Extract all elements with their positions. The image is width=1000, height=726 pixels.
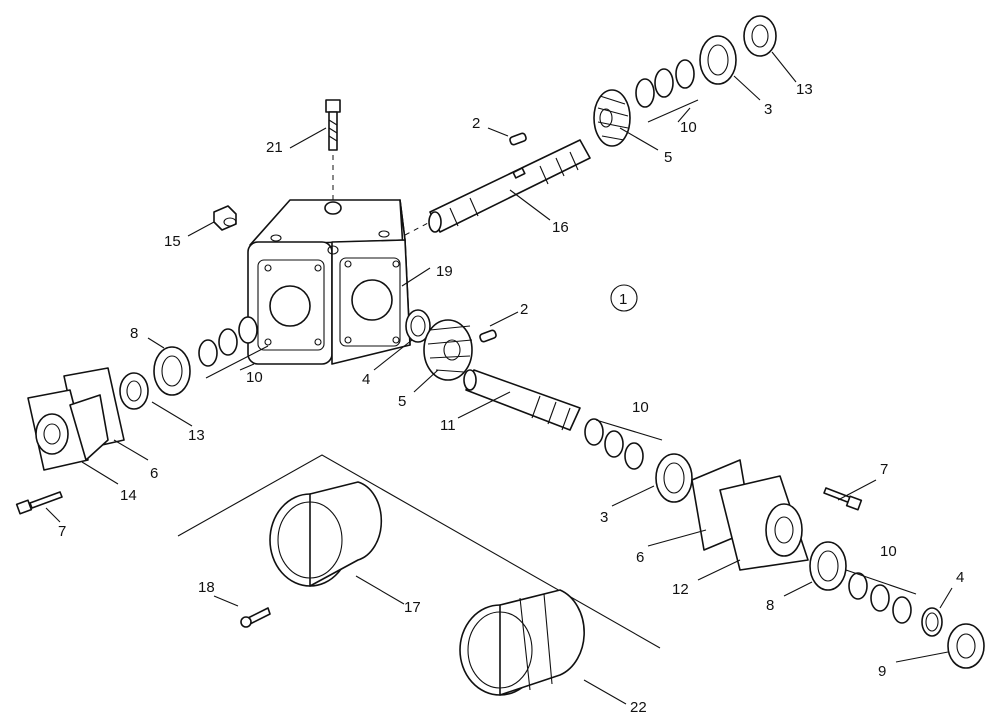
label-21: 21 <box>266 139 283 156</box>
label-5-middle: 5 <box>398 393 406 410</box>
label-13-top: 13 <box>796 81 813 98</box>
circlip-4-middle[interactable] <box>405 309 431 343</box>
label-4-middle: 4 <box>362 371 370 388</box>
label-19: 19 <box>436 263 453 280</box>
output-shaft-11[interactable] <box>463 369 581 431</box>
part-labels: 1 21 15 2 16 5 10 3 13 19 4 5 2 11 8 10 … <box>58 81 964 716</box>
label-7-left: 7 <box>58 523 66 540</box>
bearing-8-left[interactable] <box>153 346 191 396</box>
key-2-top[interactable] <box>509 132 527 146</box>
cover-12-right[interactable] <box>719 475 809 571</box>
label-22: 22 <box>630 699 647 716</box>
leader-lines <box>45 51 953 705</box>
cover-14-left[interactable] <box>27 389 109 471</box>
label-10-left: 10 <box>246 369 263 386</box>
assembly-1-circle <box>610 284 638 312</box>
label-5-top: 5 <box>664 149 672 166</box>
seal-9-right[interactable] <box>947 623 985 669</box>
bearing-3-middle[interactable] <box>655 453 693 503</box>
label-8-left: 8 <box>130 325 138 342</box>
label-15: 15 <box>164 233 181 250</box>
label-3-middle: 3 <box>600 509 608 526</box>
label-4-right: 4 <box>956 569 964 586</box>
axis-line-16 <box>404 221 431 236</box>
group-boundary-line <box>177 454 661 649</box>
guard-17[interactable] <box>269 481 383 587</box>
bearing-8-right[interactable] <box>809 541 847 591</box>
label-3-top: 3 <box>764 101 772 118</box>
label-2-middle: 2 <box>520 301 528 318</box>
label-17: 17 <box>404 599 421 616</box>
label-8-right: 8 <box>766 597 774 614</box>
bolt-7-right[interactable] <box>823 487 863 511</box>
shims-10-right[interactable] <box>848 572 912 624</box>
bearing-3-top[interactable] <box>699 35 737 85</box>
label-7-right: 7 <box>880 461 888 478</box>
label-14: 14 <box>120 487 137 504</box>
label-2-top: 2 <box>472 115 480 132</box>
label-1: 1 <box>619 291 627 308</box>
shims-10-left[interactable] <box>198 316 258 367</box>
gearbox-housing-19[interactable] <box>247 199 411 365</box>
shims-10-middle[interactable] <box>584 418 644 470</box>
bevel-gear-5-middle[interactable] <box>423 319 473 381</box>
label-10-middle: 10 <box>632 399 649 416</box>
circlip-4-right[interactable] <box>921 607 943 637</box>
label-16: 16 <box>552 219 569 236</box>
label-6-left: 6 <box>150 465 158 482</box>
label-13-left: 13 <box>188 427 205 444</box>
key-2-middle[interactable] <box>479 329 497 343</box>
seal-13-left[interactable] <box>119 372 149 410</box>
label-9: 9 <box>878 663 886 680</box>
seal-13-top[interactable] <box>743 15 777 57</box>
label-6-right: 6 <box>636 549 644 566</box>
label-11: 11 <box>440 417 456 434</box>
label-12: 12 <box>672 581 689 598</box>
bolt-21[interactable] <box>325 99 341 151</box>
label-10-right: 10 <box>880 543 897 560</box>
label-10-top: 10 <box>680 119 697 136</box>
bevel-gear-5-top[interactable] <box>593 89 631 147</box>
guard-22[interactable] <box>459 589 585 696</box>
bolt-18[interactable] <box>240 607 271 628</box>
plug-15[interactable] <box>213 205 237 231</box>
label-18: 18 <box>198 579 215 596</box>
bolt-7-left[interactable] <box>15 491 63 515</box>
input-shaft-16[interactable] <box>428 139 591 233</box>
shims-10-top[interactable] <box>635 59 695 108</box>
